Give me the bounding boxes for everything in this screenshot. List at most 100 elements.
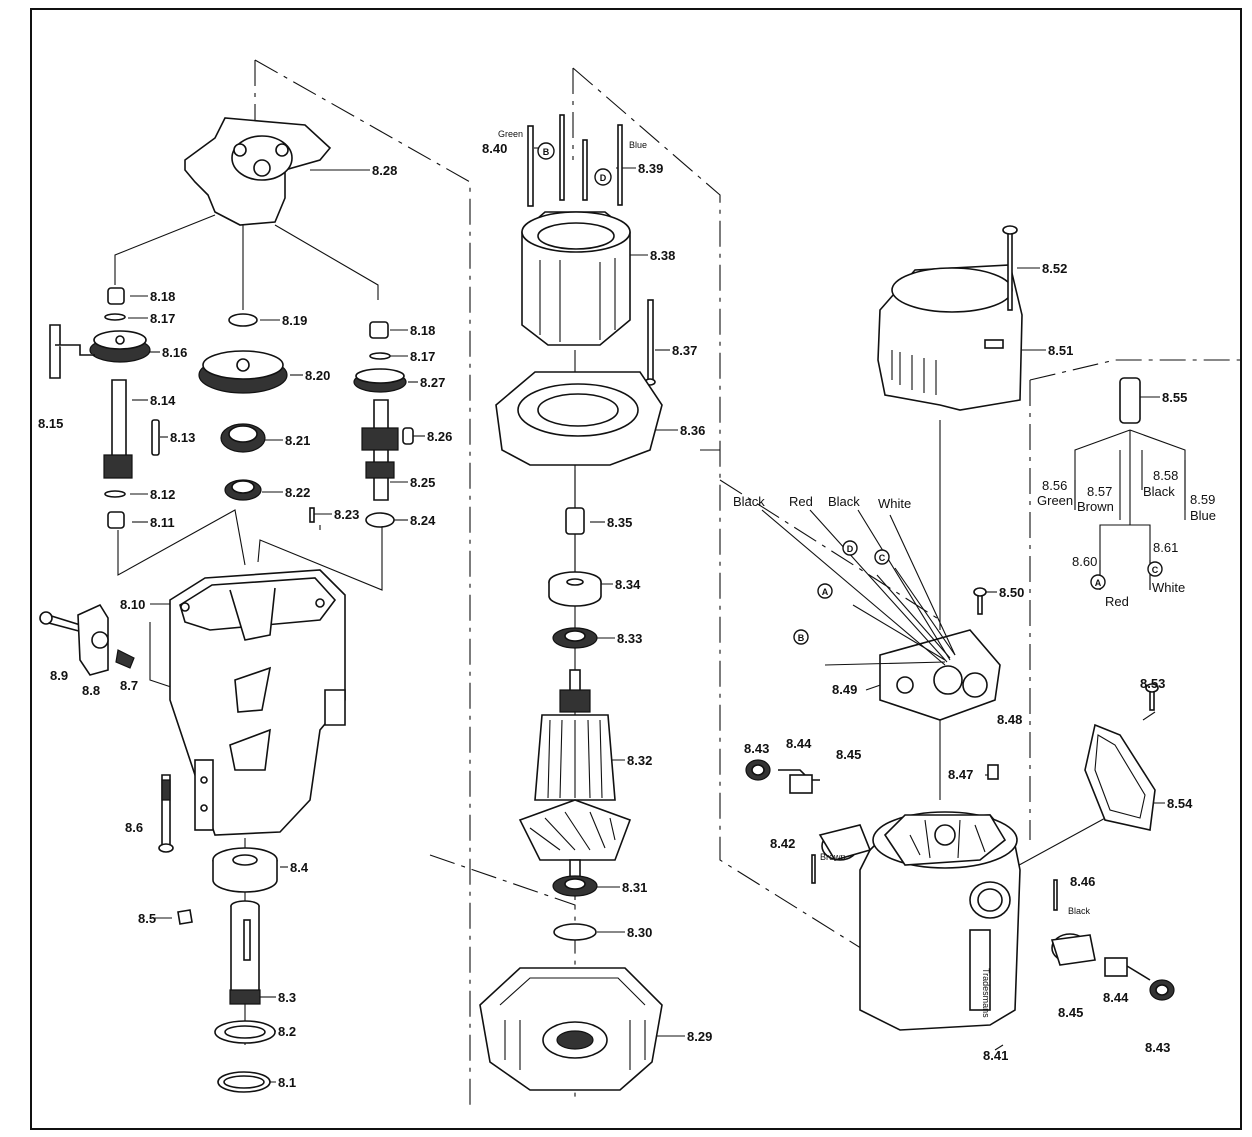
label-8-51: 8.51 <box>1048 343 1073 358</box>
label-8-24: 8.24 <box>410 513 436 528</box>
armature-parts-center <box>548 507 602 649</box>
label-8-20: 8.20 <box>305 368 330 383</box>
label-8-38: 8.38 <box>650 248 675 263</box>
label-8-25: 8.25 <box>410 475 435 490</box>
label-8-1: 8.1 <box>278 1075 296 1090</box>
wire-red: Red <box>789 494 813 509</box>
label-8-18-left: 8.18 <box>150 289 175 304</box>
armature-8-32 <box>518 669 632 941</box>
label-8-15: 8.15 <box>38 416 63 431</box>
label-8-6: 8.6 <box>125 820 143 835</box>
motor-cap-8-51 <box>877 225 1023 411</box>
label-8-50: 8.50 <box>999 585 1024 600</box>
label-8-49: 8.49 <box>832 682 857 697</box>
label-8-46: 8.46 <box>1070 874 1095 889</box>
label-8-47: 8.47 <box>948 767 973 782</box>
label-8-3: 8.3 <box>278 990 296 1005</box>
label-8-27: 8.27 <box>420 375 445 390</box>
label-8-44-left: 8.44 <box>786 736 812 751</box>
label-8-45-left: 8.45 <box>836 747 861 762</box>
label-8-2: 8.2 <box>278 1024 296 1039</box>
wire-blue-top: Blue <box>629 140 647 150</box>
label-8-33: 8.33 <box>617 631 642 646</box>
label-8-28: 8.28 <box>372 163 397 178</box>
main-gear-8-20 <box>198 313 315 523</box>
label-8-5: 8.5 <box>138 911 156 926</box>
gear-shaft-8-25 <box>353 321 414 528</box>
label-8-42: 8.42 <box>770 836 795 851</box>
gear-housing-cover-8-28 <box>184 117 332 226</box>
cover-plate-8-54 <box>1084 683 1159 831</box>
wire-black-846: Black <box>1068 906 1091 916</box>
wire-red-860: Red <box>1105 594 1129 609</box>
wire-green-856: Green <box>1037 493 1073 508</box>
marker-d: D <box>847 544 854 554</box>
end-cover-8-29 <box>479 967 663 1091</box>
label-8-59: 8.59 <box>1190 492 1215 507</box>
label-8-43-right: 8.43 <box>1145 1040 1170 1055</box>
label-8-14: 8.14 <box>150 393 176 408</box>
part-labels: 8.28 8.18 8.17 8.16 8.14 8.13 8.15 8.12 … <box>38 141 1215 1090</box>
screw-8-37 <box>644 299 656 386</box>
label-8-12: 8.12 <box>150 487 175 502</box>
label-8-43-left: 8.43 <box>744 741 769 756</box>
label-8-37: 8.37 <box>672 343 697 358</box>
wire-green-top: Green <box>498 129 523 139</box>
label-8-22: 8.22 <box>285 485 310 500</box>
label-8-10: 8.10 <box>120 597 145 612</box>
label-8-7: 8.7 <box>120 678 138 693</box>
label-8-41: 8.41 <box>983 1048 1008 1063</box>
marker-d-top: D <box>600 173 607 183</box>
label-8-18-right: 8.18 <box>410 323 435 338</box>
marker-c-right: C <box>1152 565 1159 575</box>
label-8-23: 8.23 <box>334 507 359 522</box>
wire-brown-857: Brown <box>1077 499 1114 514</box>
label-8-60: 8.60 <box>1072 554 1097 569</box>
wire-black-1: Black <box>733 494 765 509</box>
label-8-21: 8.21 <box>285 433 310 448</box>
label-8-17-right: 8.17 <box>410 349 435 364</box>
marker-a: A <box>822 587 829 597</box>
label-8-30: 8.30 <box>627 925 652 940</box>
label-8-11: 8.11 <box>150 515 175 530</box>
label-8-57: 8.57 <box>1087 484 1112 499</box>
label-8-29: 8.29 <box>687 1029 712 1044</box>
marker-b-top: B <box>543 147 550 157</box>
bolt-8-6 <box>158 774 174 853</box>
wire-brown-842: Brown <box>820 852 846 862</box>
label-8-17-left: 8.17 <box>150 311 175 326</box>
wire-white: White <box>878 496 911 511</box>
label-8-8: 8.8 <box>82 683 100 698</box>
marker-b: B <box>798 633 805 643</box>
label-8-48: 8.48 <box>997 712 1022 727</box>
label-8-35: 8.35 <box>607 515 632 530</box>
label-8-4: 8.4 <box>290 860 309 875</box>
brush-holder-8-49 <box>761 509 1001 721</box>
label-8-53: 8.53 <box>1140 676 1165 691</box>
circle-markers: B D D C A B A C <box>537 142 1163 645</box>
marker-c: C <box>879 553 886 563</box>
label-8-56: 8.56 <box>1042 478 1067 493</box>
label-8-52: 8.52 <box>1042 261 1067 276</box>
spur-gear-8-16 <box>49 287 160 529</box>
wire-black-858: Black <box>1143 484 1175 499</box>
wire-black-2: Black <box>828 494 860 509</box>
label-8-39: 8.39 <box>638 161 663 176</box>
label-8-40: 8.40 <box>482 141 507 156</box>
motor-housing-8-41: Tradesmans <box>859 811 1021 1031</box>
label-8-36: 8.36 <box>680 423 705 438</box>
label-8-31: 8.31 <box>622 880 647 895</box>
label-8-55: 8.55 <box>1162 390 1187 405</box>
marker-a-right: A <box>1095 578 1102 588</box>
label-8-34: 8.34 <box>615 577 641 592</box>
spindle-assembly-8-3 <box>177 847 278 1093</box>
label-8-61: 8.61 <box>1153 540 1178 555</box>
housing-8-10 <box>169 569 346 836</box>
label-8-58: 8.58 <box>1153 468 1178 483</box>
label-8-13: 8.13 <box>170 430 195 445</box>
label-8-9: 8.9 <box>50 668 68 683</box>
label-8-32: 8.32 <box>627 753 652 768</box>
brush-parts-left <box>745 759 872 884</box>
label-8-16: 8.16 <box>162 345 187 360</box>
